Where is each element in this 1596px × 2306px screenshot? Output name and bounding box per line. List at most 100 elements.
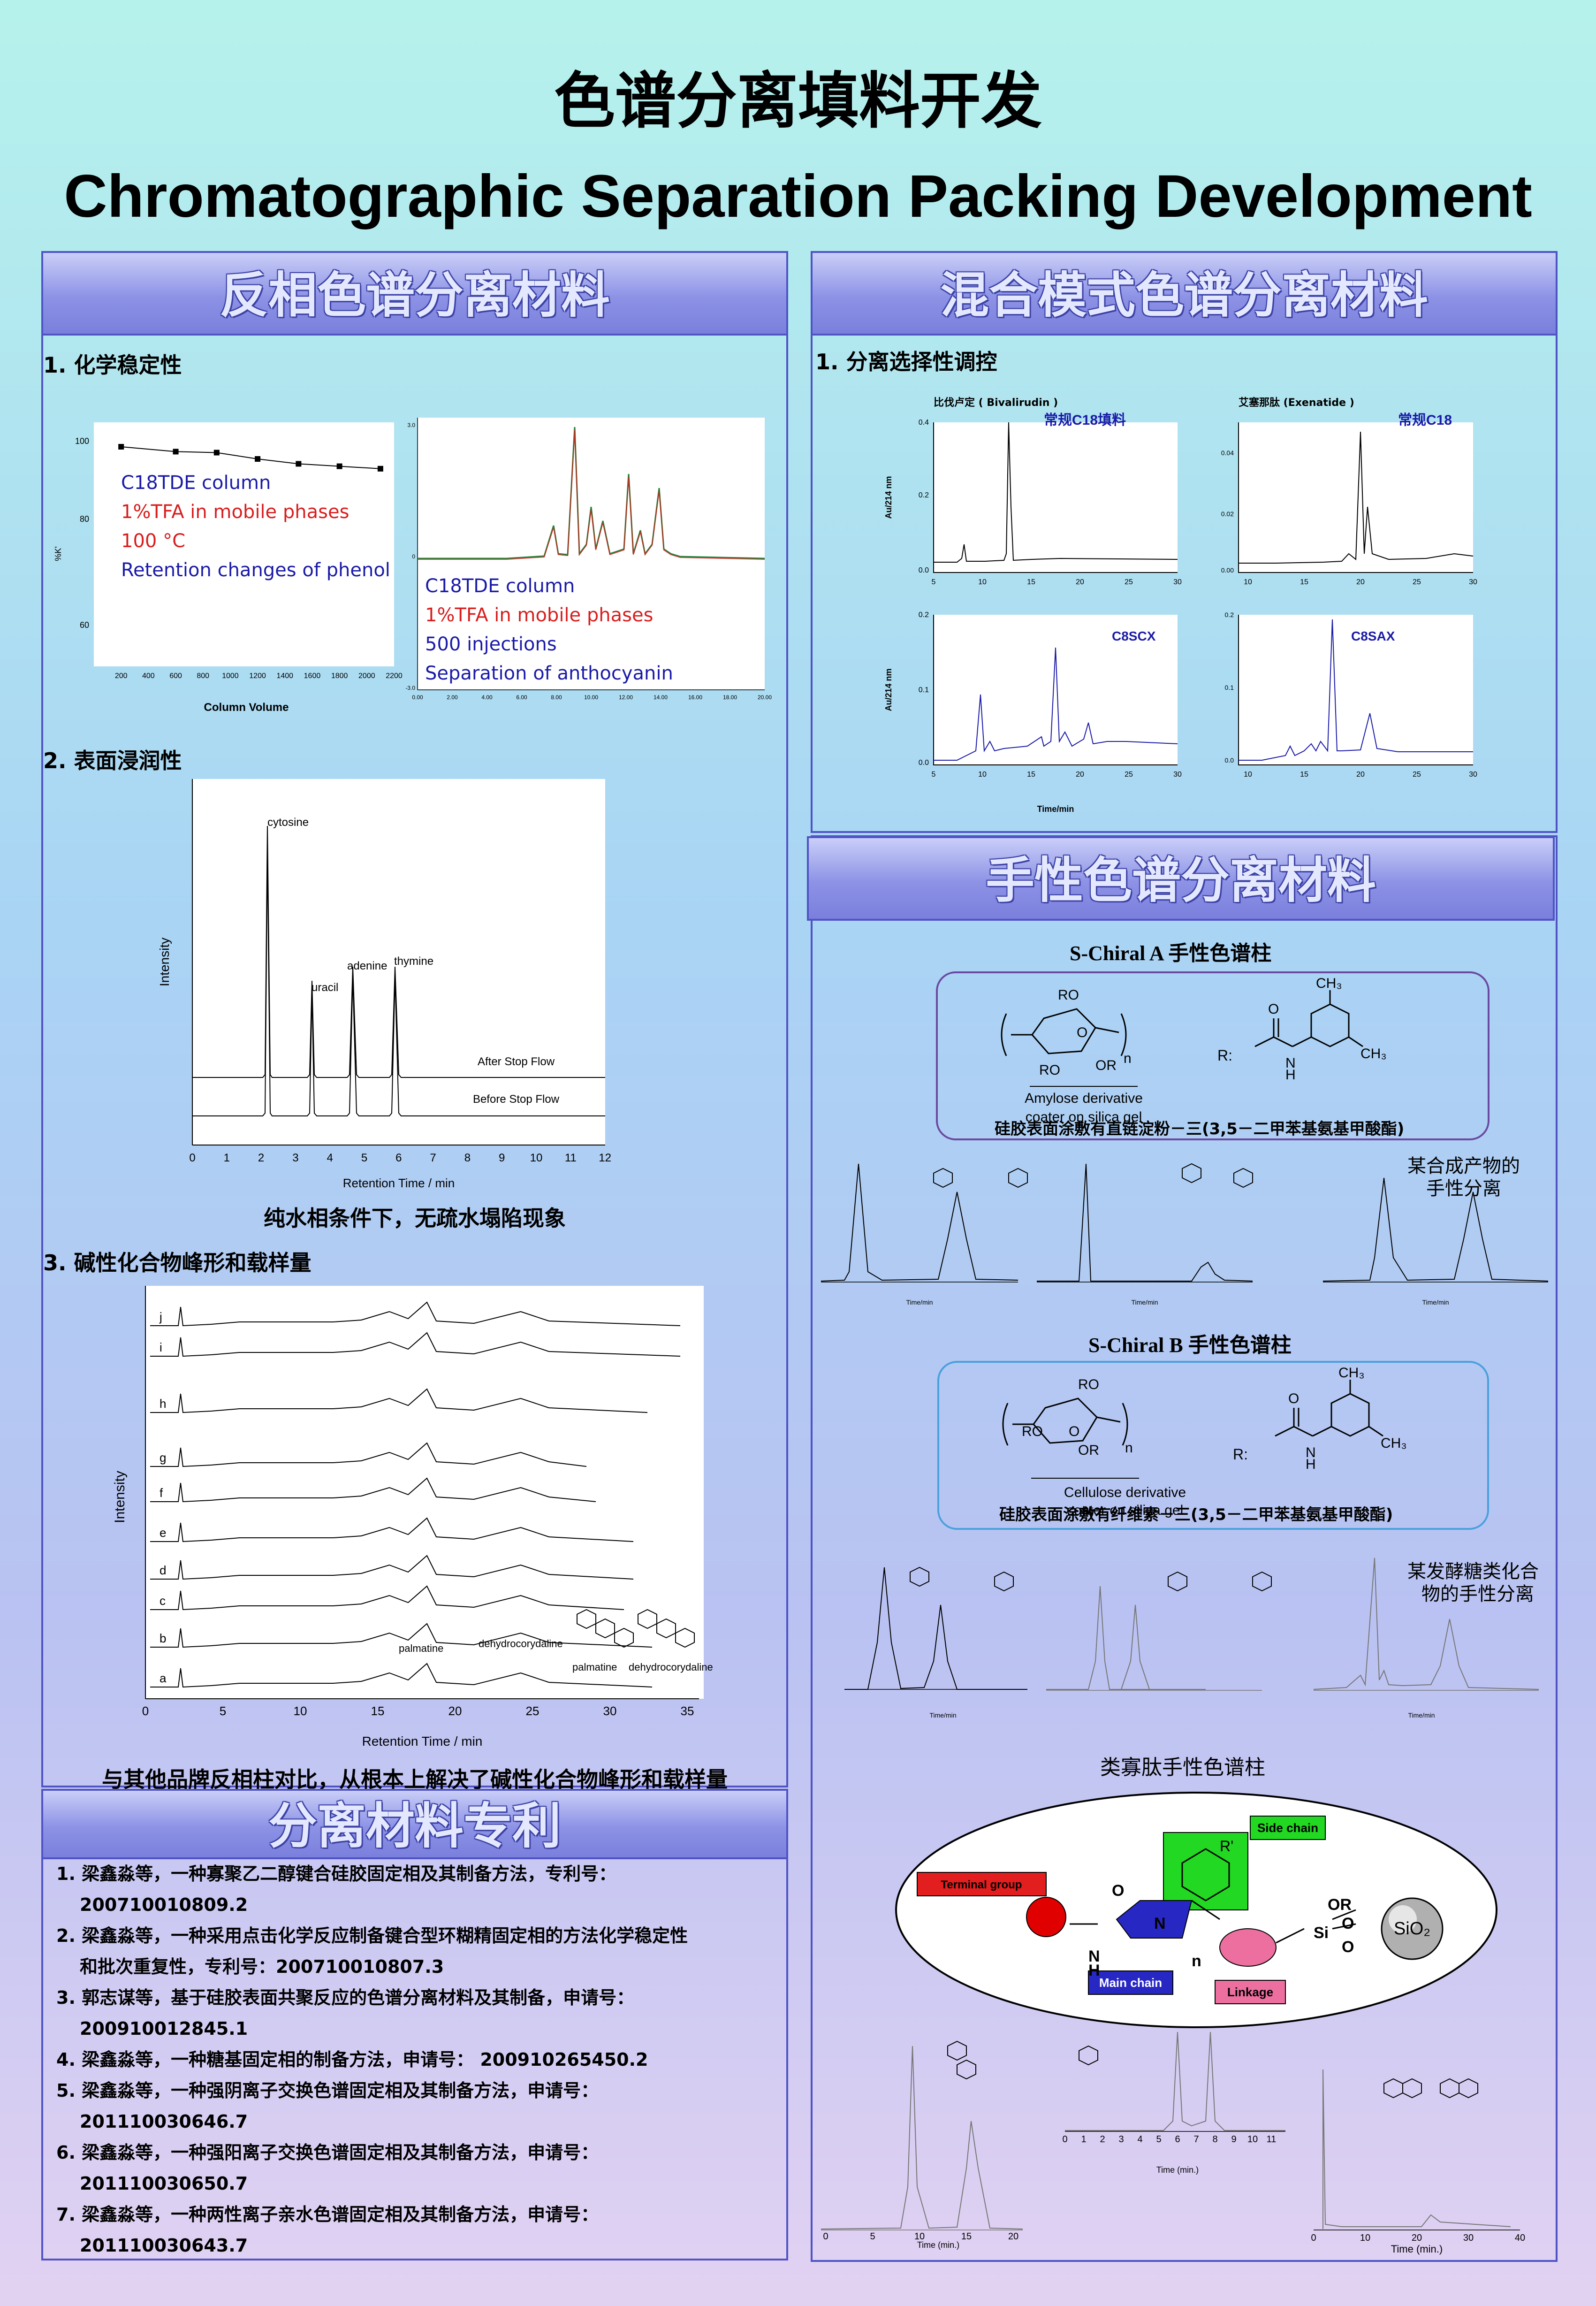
svg-text:R:: R: xyxy=(1217,1047,1232,1064)
rp-section-2: 2. 表面浸润性 xyxy=(43,748,182,773)
trace-j xyxy=(150,1301,681,1327)
xtick: 14.00 xyxy=(654,694,668,701)
chiral-header: 手性色谱分离材料 xyxy=(807,836,1555,921)
adenine-label: adenine xyxy=(347,960,387,972)
xtick: 40 xyxy=(1515,2233,1525,2243)
svg-text:H: H xyxy=(1088,1962,1100,1979)
trace-d xyxy=(150,1555,634,1580)
xtick: 20 xyxy=(1356,771,1365,779)
svg-text:常规C18: 常规C18 xyxy=(1398,412,1452,428)
cytosine-label: cytosine xyxy=(267,816,309,829)
xtick: 20 xyxy=(1412,2233,1422,2243)
patent-line: 201110030646.7 xyxy=(80,2111,248,2132)
ylabel: %K' xyxy=(53,546,63,561)
svg-text:Time/min: Time/min xyxy=(1131,1298,1158,1306)
xtick: 20.00 xyxy=(758,694,772,701)
c2-legend-3: 500 injections xyxy=(425,634,557,655)
svg-text:Linkage: Linkage xyxy=(1227,1985,1273,1999)
xtick: 5 xyxy=(932,578,936,586)
svg-text:OR: OR xyxy=(1078,1443,1099,1458)
xtick: 2000 xyxy=(358,672,375,680)
svg-text:Time (min.): Time (min.) xyxy=(1156,2165,1199,2175)
svg-text:0.0: 0.0 xyxy=(1225,756,1234,764)
c2-legend-4: Separation of anthocyanin xyxy=(425,663,673,684)
xtick: 11 xyxy=(565,1152,577,1164)
trace-h xyxy=(150,1388,648,1413)
svg-text:0.4: 0.4 xyxy=(919,419,929,427)
svg-text:Retention Time / min: Retention Time / min xyxy=(362,1734,483,1749)
wetting-note: 纯水相条件下，无疏水塌陷现象 xyxy=(264,1206,566,1231)
dehydro-label: dehydrocorydaline xyxy=(479,1638,563,1649)
xtick: 10 xyxy=(294,1704,307,1718)
data-point xyxy=(213,450,220,456)
xtick: 0 xyxy=(823,2231,828,2242)
svg-text:CH₃: CH₃ xyxy=(1316,976,1342,991)
svg-text:H: H xyxy=(1306,1457,1316,1472)
patent-line: 6. 梁鑫淼等，一种强阳离子交换色谱固定相及其制备方法，申请号： xyxy=(56,2142,599,2163)
svg-text:N: N xyxy=(1154,1915,1166,1932)
svg-text:C8SAX: C8SAX xyxy=(1351,629,1395,643)
xtick: 35 xyxy=(681,1704,694,1718)
xtick: 9 xyxy=(499,1152,505,1164)
xtick: 6.00 xyxy=(516,694,527,701)
data-point xyxy=(296,461,302,467)
svg-text:Terminal group: Terminal group xyxy=(941,1878,1022,1891)
xtick: 20 xyxy=(1076,771,1084,779)
svg-text:O: O xyxy=(1288,1391,1299,1406)
svg-text:O: O xyxy=(1342,1915,1354,1932)
c1-legend-1: C18TDE column xyxy=(121,472,271,494)
svg-text:-3.0: -3.0 xyxy=(405,685,415,691)
xtick: 15 xyxy=(1027,771,1035,779)
svg-text:O: O xyxy=(1077,1025,1087,1040)
svg-text:n: n xyxy=(1125,1440,1133,1456)
svg-text:0.04: 0.04 xyxy=(1221,449,1234,457)
svg-text:CH₃: CH₃ xyxy=(1338,1365,1365,1381)
xtick: 1600 xyxy=(304,672,321,680)
trace-a xyxy=(150,1663,653,1688)
xtick: 1 xyxy=(1081,2134,1086,2145)
xtick: 10 xyxy=(530,1152,543,1164)
xtick: 10 xyxy=(1244,771,1252,779)
xtick: 4.00 xyxy=(481,694,493,701)
xtick: 5 xyxy=(1156,2134,1161,2145)
trace-letter: c xyxy=(160,1594,166,1608)
patent-line: 7. 梁鑫淼等，一种两性离子亲水色谱固定相及其制备方法，申请号： xyxy=(56,2204,599,2225)
page-title-cn: 色谱分离填料开发 xyxy=(554,65,1042,137)
xtick: 15 xyxy=(1027,578,1035,586)
palmatine-label: palmatine xyxy=(399,1642,443,1654)
xtick: 400 xyxy=(142,672,155,680)
mm-header: 混合模式色谱分离材料 xyxy=(811,251,1558,336)
xtick: 5 xyxy=(870,2231,875,2242)
patent-line: 和批次重复性，专利号：200710010807.3 xyxy=(80,1956,444,1977)
svg-text:n: n xyxy=(1124,1051,1132,1066)
trace-c xyxy=(150,1585,624,1611)
xlabel: Column Volume xyxy=(204,701,289,714)
xtick: 0 xyxy=(142,1704,149,1718)
svg-text:0.2: 0.2 xyxy=(919,611,929,619)
xtick: 7 xyxy=(1193,2134,1199,2145)
data-point xyxy=(255,456,261,462)
svg-text:0.02: 0.02 xyxy=(1221,510,1234,518)
xtick: 25 xyxy=(1125,578,1133,586)
xtick: 20 xyxy=(1008,2231,1018,2242)
xtick: 3 xyxy=(292,1152,298,1164)
svg-text:N: N xyxy=(1306,1445,1316,1460)
svg-text:RO: RO xyxy=(1039,1062,1060,1078)
trace-letter: d xyxy=(160,1563,166,1577)
xtick: 30 xyxy=(1469,578,1477,586)
svg-text:SiO₂: SiO₂ xyxy=(1394,1919,1430,1939)
trace-letter: a xyxy=(160,1671,167,1685)
xtick: 0 xyxy=(1062,2134,1067,2145)
xtick: 7 xyxy=(430,1152,436,1164)
patent-line: 201110030650.7 xyxy=(80,2173,248,2194)
chiral-a-structure: RO RO OR O n CH₃ CH₃ O N H Amylose deriv… xyxy=(936,971,1490,1140)
chiral-a-note-1: 某合成产物的 xyxy=(1407,1155,1520,1177)
patent-line: 1. 梁鑫淼等，一种寡聚乙二醇键合硅胶固定相及其制备方法，专利号： xyxy=(56,1863,617,1884)
xtick: 5 xyxy=(361,1152,367,1164)
svg-text:0.1: 0.1 xyxy=(919,686,929,694)
svg-text:RO: RO xyxy=(1022,1424,1043,1439)
exen-title: 艾塞那肽 (Exenatide ) xyxy=(1239,397,1354,409)
xtick: 20 xyxy=(448,1704,462,1718)
